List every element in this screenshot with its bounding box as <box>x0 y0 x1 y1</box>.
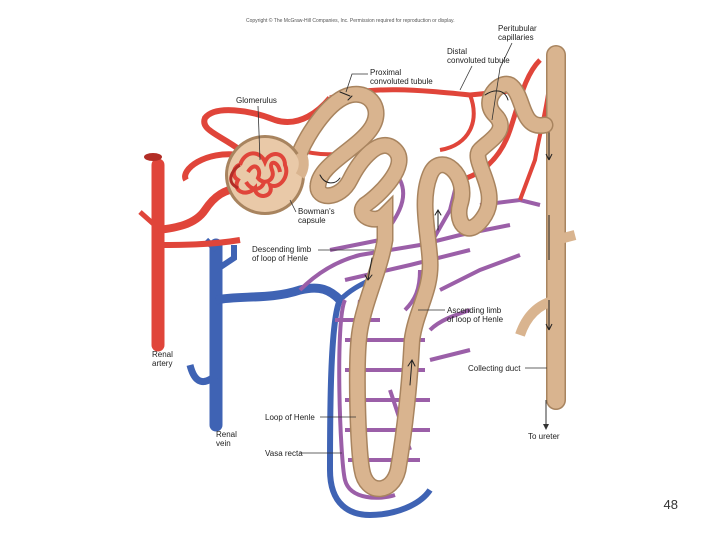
peritubular-label-line2: capillaries <box>498 33 534 42</box>
slide-number: 48 <box>663 497 678 512</box>
bowmans-label-line2: capsule <box>298 216 326 225</box>
glomerulus <box>229 151 289 198</box>
vasa-recta-label: Vasa recta <box>265 449 303 458</box>
renal-artery-label-line2: artery <box>152 359 172 368</box>
to-ureter-label: To ureter <box>528 432 560 441</box>
distal-label-line1: Distal <box>447 47 467 56</box>
renal-vein <box>186 237 433 519</box>
label-distal-tubule: Distal convoluted tubule <box>447 47 510 91</box>
loop-of-henle-label: Loop of Henle <box>265 413 315 422</box>
copyright-text: Copyright © The McGraw-Hill Companies, I… <box>246 17 455 24</box>
collecting-duct-label: Collecting duct <box>468 364 521 373</box>
renal-vein-label-line2: vein <box>216 439 231 448</box>
proximal-label-line1: Proximal <box>370 68 401 77</box>
label-vasa-recta: Vasa recta <box>265 449 342 458</box>
collecting-duct <box>515 45 577 430</box>
descending-label-line1: Descending limb <box>252 245 312 254</box>
descending-label-line2: of loop of Henle <box>252 254 309 263</box>
label-renal-artery: Renal artery <box>152 350 173 368</box>
label-renal-vein: Renal vein <box>216 430 237 448</box>
label-bowmans-capsule: Bowman's capsule <box>289 199 335 225</box>
renal-vein-label-line1: Renal <box>216 430 237 439</box>
label-descending-limb: Descending limb of loop of Henle <box>252 245 374 263</box>
glomerulus-label: Glomerulus <box>236 96 277 105</box>
ascending-label-line2: of loop of Henle <box>447 315 504 324</box>
ascending-label-line1: Ascending limb <box>447 306 502 315</box>
nephron-tubule <box>291 75 554 498</box>
label-ascending-limb: Ascending limb of loop of Henle <box>418 306 504 324</box>
label-peritubular-capillaries: Peritubular capillaries <box>491 24 537 121</box>
label-loop-of-henle: Loop of Henle <box>265 413 356 422</box>
bowmans-capsule <box>225 135 309 215</box>
distal-label-line2: convoluted tubule <box>447 56 510 65</box>
renal-artery-label-line1: Renal <box>152 350 173 359</box>
bowmans-label-line1: Bowman's <box>298 207 335 216</box>
label-proximal-tubule: Proximal convoluted tubule <box>345 68 433 93</box>
peritubular-label-line1: Peritubular <box>498 24 537 33</box>
label-glomerulus: Glomerulus <box>236 96 277 161</box>
label-collecting-duct: Collecting duct <box>468 364 547 373</box>
proximal-label-line2: convoluted tubule <box>370 77 433 86</box>
